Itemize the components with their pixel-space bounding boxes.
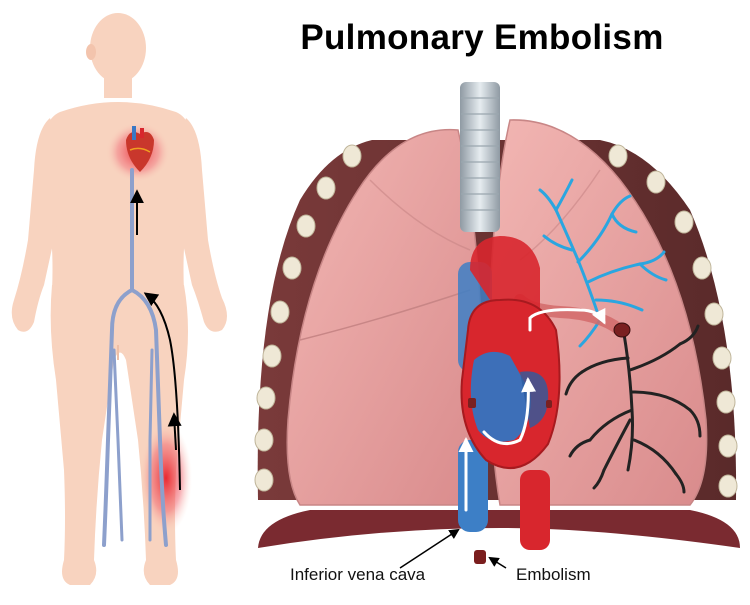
bronchial-tree-blue	[538, 178, 668, 348]
label-inferior-vena-cava: Inferior vena cava	[290, 565, 426, 584]
descending-aorta	[520, 470, 550, 550]
blocked-vessel-tree	[564, 324, 702, 494]
blood-flow-arrows	[130, 189, 182, 491]
label-embolism: Embolism	[516, 565, 591, 584]
diaphragm	[258, 510, 740, 548]
trachea	[460, 82, 500, 232]
head	[90, 13, 146, 83]
right-heart-chambers	[470, 351, 531, 442]
heart-embolus	[468, 398, 476, 408]
page-title: Pulmonary Embolism	[300, 18, 664, 57]
rib-cartilage-left	[254, 144, 362, 492]
white-flow-arrows	[458, 307, 606, 512]
right-arm	[174, 118, 227, 332]
label-pointers	[399, 528, 507, 569]
small-heart-icon	[126, 126, 154, 172]
chest-diagram	[254, 82, 740, 569]
human-body-figure	[11, 13, 227, 585]
embolism-clot	[474, 550, 486, 564]
rib-cartilage-right	[608, 144, 738, 498]
leg-clot-glow	[140, 422, 192, 534]
neck	[104, 74, 132, 98]
left-arm	[11, 118, 62, 332]
lung-embolus	[613, 322, 631, 338]
